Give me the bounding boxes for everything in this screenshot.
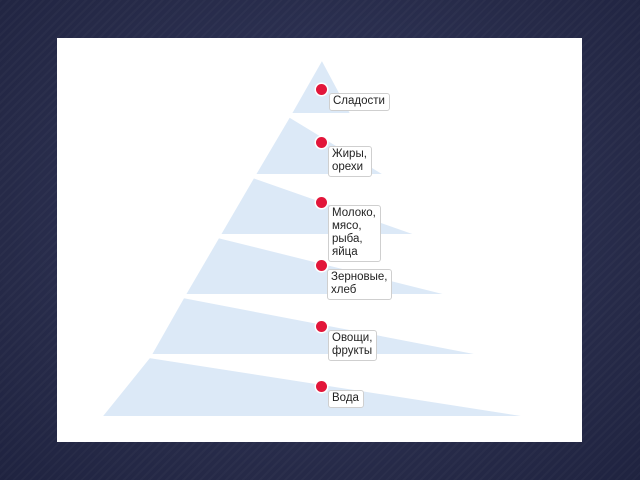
tier-label-fats-nuts: Жиры, орехи	[328, 146, 372, 177]
tier-marker-dot	[316, 381, 327, 392]
tier-label-water: Вода	[328, 390, 364, 408]
tier-label-vegetables: Овощи, фрукты	[328, 330, 378, 361]
slide-canvas: Сладости Жиры, орехи Молоко, мясо, рыба,…	[57, 38, 582, 442]
tier-marker-dot	[316, 321, 327, 332]
tier-marker-dot	[316, 84, 327, 95]
tier-label-grains: Зерновые, хлеб	[327, 269, 393, 300]
tier-marker-dot	[316, 260, 327, 271]
tier-label-sweets: Сладости	[329, 93, 390, 111]
tier-label-protein: Молоко, мясо, рыба, яйца	[328, 205, 381, 262]
tier-marker-dot	[316, 197, 327, 208]
tier-marker-dot	[316, 137, 327, 148]
